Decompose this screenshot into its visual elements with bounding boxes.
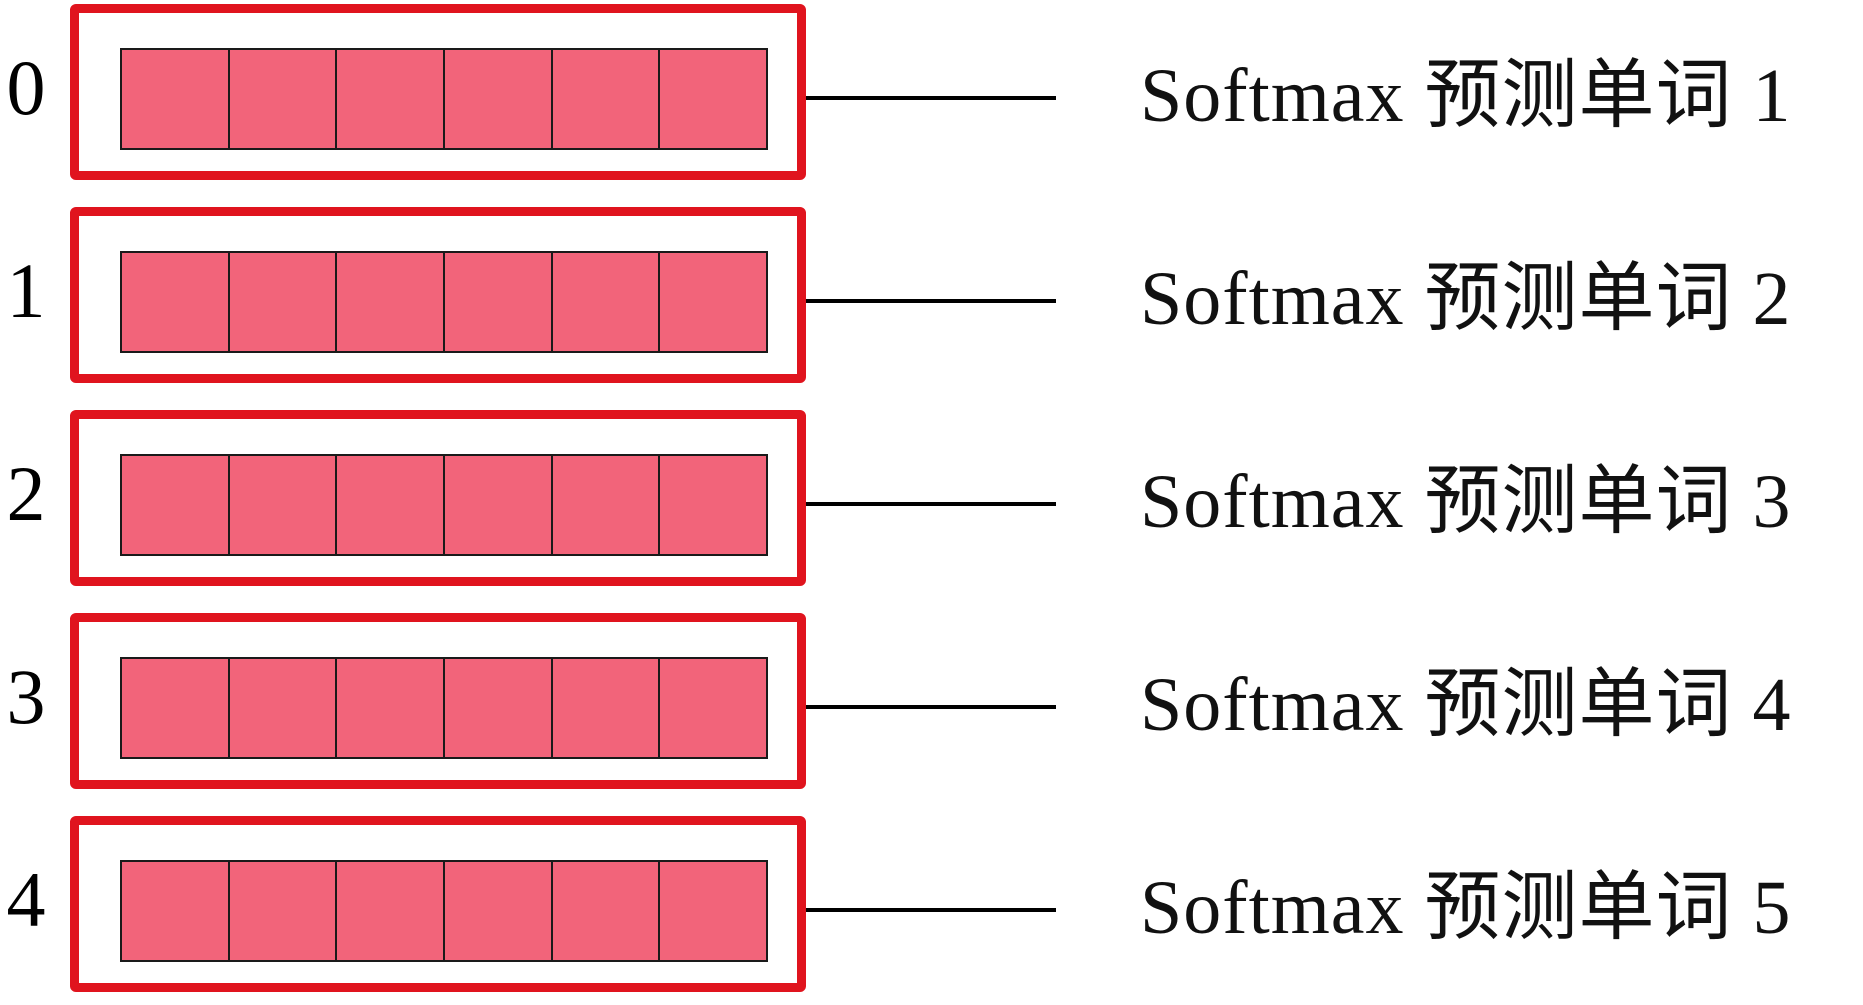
prediction-label: Softmax 预测单词 1	[1140, 54, 1792, 138]
row-0: 0 Softmax 预测单词 1	[0, 0, 1863, 190]
output-vector	[120, 48, 768, 150]
output-vector	[120, 454, 768, 556]
vector-cell	[445, 456, 553, 554]
connector-line	[806, 908, 1056, 912]
connector-line	[806, 96, 1056, 100]
vector-cell	[337, 456, 446, 554]
vector-cell	[660, 659, 767, 757]
vector-cell	[337, 50, 446, 148]
vector-cell	[552, 253, 661, 351]
vector-cell	[229, 659, 338, 757]
prediction-label: Softmax 预测单词 3	[1140, 460, 1792, 544]
vector-cell	[660, 253, 767, 351]
vector-cell	[122, 659, 230, 757]
connector-line	[806, 299, 1056, 303]
connector-line	[806, 502, 1056, 506]
row-3: 3 Softmax 预测单词 4	[0, 609, 1863, 799]
vector-cell	[445, 253, 553, 351]
vector-cell	[122, 50, 230, 148]
vector-cell	[552, 456, 661, 554]
vector-cell	[445, 862, 553, 960]
vector-cell	[445, 659, 553, 757]
vector-cell	[229, 50, 338, 148]
prediction-label: Softmax 预测单词 5	[1140, 866, 1792, 950]
vector-cell	[229, 456, 338, 554]
row-index: 2	[6, 450, 46, 537]
row-index: 0	[6, 44, 46, 131]
vector-cell	[552, 862, 661, 960]
connector-line	[806, 705, 1056, 709]
vector-cell	[337, 253, 446, 351]
vector-cell	[660, 862, 767, 960]
row-index: 1	[6, 247, 46, 334]
vector-cell	[229, 253, 338, 351]
output-vector	[120, 657, 768, 759]
vector-cell	[552, 50, 661, 148]
vector-cell	[229, 862, 338, 960]
output-vector	[120, 251, 768, 353]
vector-cell	[122, 862, 230, 960]
vector-cell	[122, 253, 230, 351]
row-index: 3	[6, 653, 46, 740]
row-index: 4	[6, 856, 46, 943]
vector-cell	[337, 862, 446, 960]
vector-cell	[660, 50, 767, 148]
vector-cell	[660, 456, 767, 554]
prediction-label: Softmax 预测单词 2	[1140, 257, 1792, 341]
vector-cell	[445, 50, 553, 148]
row-2: 2 Softmax 预测单词 3	[0, 406, 1863, 596]
vector-cell	[337, 659, 446, 757]
row-4: 4 Softmax 预测单词 5	[0, 812, 1863, 1002]
vector-cell	[122, 456, 230, 554]
prediction-label: Softmax 预测单词 4	[1140, 663, 1792, 747]
output-vector	[120, 860, 768, 962]
row-1: 1 Softmax 预测单词 2	[0, 203, 1863, 393]
vector-cell	[552, 659, 661, 757]
